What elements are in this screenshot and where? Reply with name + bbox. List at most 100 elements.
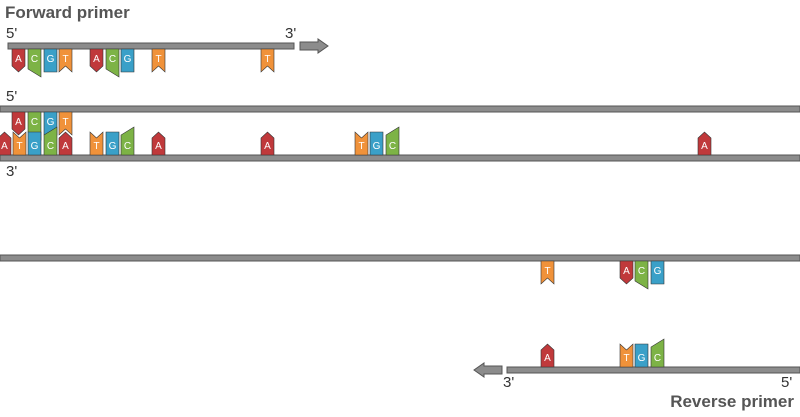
nucleotide-label: C: [124, 141, 131, 152]
nucleotide-label: C: [654, 353, 661, 364]
nucleotide-c: C: [105, 48, 120, 78]
nucleotide-g: G: [43, 48, 58, 73]
forward-primer-title: Forward primer: [5, 3, 130, 22]
nucleotide-c: C: [385, 126, 400, 156]
nucleotide-shape: [260, 131, 275, 156]
nucleotide-a: A: [0, 131, 12, 156]
nucleotide-g: G: [105, 131, 120, 156]
reverse-primer-5-end: 5': [781, 374, 792, 391]
nucleotide-label: T: [623, 353, 629, 364]
nucleotide-t: T: [260, 48, 275, 73]
nucleotide-shape: [27, 131, 42, 156]
reverse-primer-3-end: 3': [503, 374, 514, 391]
nucleotide-t: T: [354, 131, 369, 156]
nucleotide-label: A: [93, 54, 100, 65]
nucleotide-g: G: [369, 131, 384, 156]
nucleotide-label: A: [15, 117, 22, 128]
nucleotide-shape: [354, 131, 369, 156]
nucleotide-shape: [260, 48, 275, 73]
nucleotide-label: G: [47, 117, 55, 128]
nucleotide-label: T: [62, 54, 68, 65]
nucleotide-label: G: [47, 54, 55, 65]
nucleotide-a: A: [58, 131, 73, 156]
nucleotide-label: G: [124, 54, 132, 65]
nucleotide-shape: [650, 260, 665, 285]
nucleotide-a: A: [11, 111, 26, 136]
nucleotide-shape: [385, 126, 400, 156]
nucleotide-g: G: [120, 48, 135, 73]
nucleotide-label: G: [654, 266, 662, 277]
nucleotide-label: C: [638, 266, 645, 277]
nucleotide-shape: [619, 343, 634, 368]
nucleotide-label: T: [544, 266, 550, 277]
nucleotide-t: T: [12, 131, 27, 156]
forward-primer-3-end: 3': [285, 25, 296, 42]
nucleotide-g: G: [650, 260, 665, 285]
nucleotide-shape: [151, 131, 166, 156]
nucleotide-label: T: [155, 54, 161, 65]
nucleotide-shape: [120, 126, 135, 156]
nucleotide-c: C: [27, 48, 42, 78]
nucleotide-c: C: [43, 126, 58, 156]
nucleotide-shape: [43, 126, 58, 156]
nucleotide-g: G: [634, 343, 649, 368]
template-bottom-backbone: [0, 154, 800, 162]
reverse-primer-backbone: [506, 366, 800, 374]
nucleotide-shape: [697, 131, 712, 156]
nucleotide-label: G: [31, 141, 39, 152]
nucleotide-shape: [89, 48, 104, 73]
nucleotide-a: A: [697, 131, 712, 156]
nucleotide-a: A: [260, 131, 275, 156]
reverse-arrow-icon: [473, 362, 503, 378]
nucleotide-label: C: [109, 54, 116, 65]
nucleotide-label: A: [623, 266, 630, 277]
nucleotide-a: A: [540, 343, 555, 368]
template-bottom-3-end: 3': [6, 163, 17, 180]
nucleotide-label: C: [47, 141, 54, 152]
nucleotide-shape: [58, 111, 73, 136]
nucleotide-g: G: [27, 131, 42, 156]
nucleotide-c: C: [634, 260, 649, 290]
nucleotide-a: A: [11, 48, 26, 73]
nucleotide-label: G: [373, 141, 381, 152]
reverse-primer-title: Reverse primer: [670, 392, 794, 411]
nucleotide-t: T: [58, 48, 73, 73]
nucleotide-shape: [151, 48, 166, 73]
nucleotide-t: T: [151, 48, 166, 73]
nucleotide-shape: [105, 48, 120, 78]
nucleotide-label: G: [109, 141, 117, 152]
nucleotide-shape: [540, 343, 555, 368]
nucleotide-shape: [0, 131, 12, 156]
template-top-backbone: [0, 105, 800, 113]
nucleotide-t: T: [58, 111, 73, 136]
nucleotide-shape: [12, 131, 27, 156]
nucleotide-shape: [619, 260, 634, 285]
nucleotide-shape: [58, 131, 73, 156]
nucleotide-label: A: [1, 141, 8, 152]
nucleotide-label: C: [389, 141, 396, 152]
nucleotide-shape: [650, 338, 665, 368]
nucleotide-label: T: [358, 141, 364, 152]
nucleotide-shape: [105, 131, 120, 156]
forward-arrow-icon: [299, 38, 329, 54]
nucleotide-label: C: [31, 54, 38, 65]
nucleotide-a: A: [151, 131, 166, 156]
nucleotide-shape: [89, 131, 104, 156]
nucleotide-label: A: [155, 141, 162, 152]
nucleotide-label: T: [16, 141, 22, 152]
nucleotide-shape: [634, 343, 649, 368]
template-top-5-end: 5': [6, 88, 17, 105]
nucleotide-t: T: [619, 343, 634, 368]
nucleotide-shape: [634, 260, 649, 290]
nucleotide-a: A: [89, 48, 104, 73]
nucleotide-label: A: [264, 141, 271, 152]
nucleotide-shape: [11, 111, 26, 136]
nucleotide-label: A: [62, 141, 69, 152]
nucleotide-label: G: [638, 353, 646, 364]
